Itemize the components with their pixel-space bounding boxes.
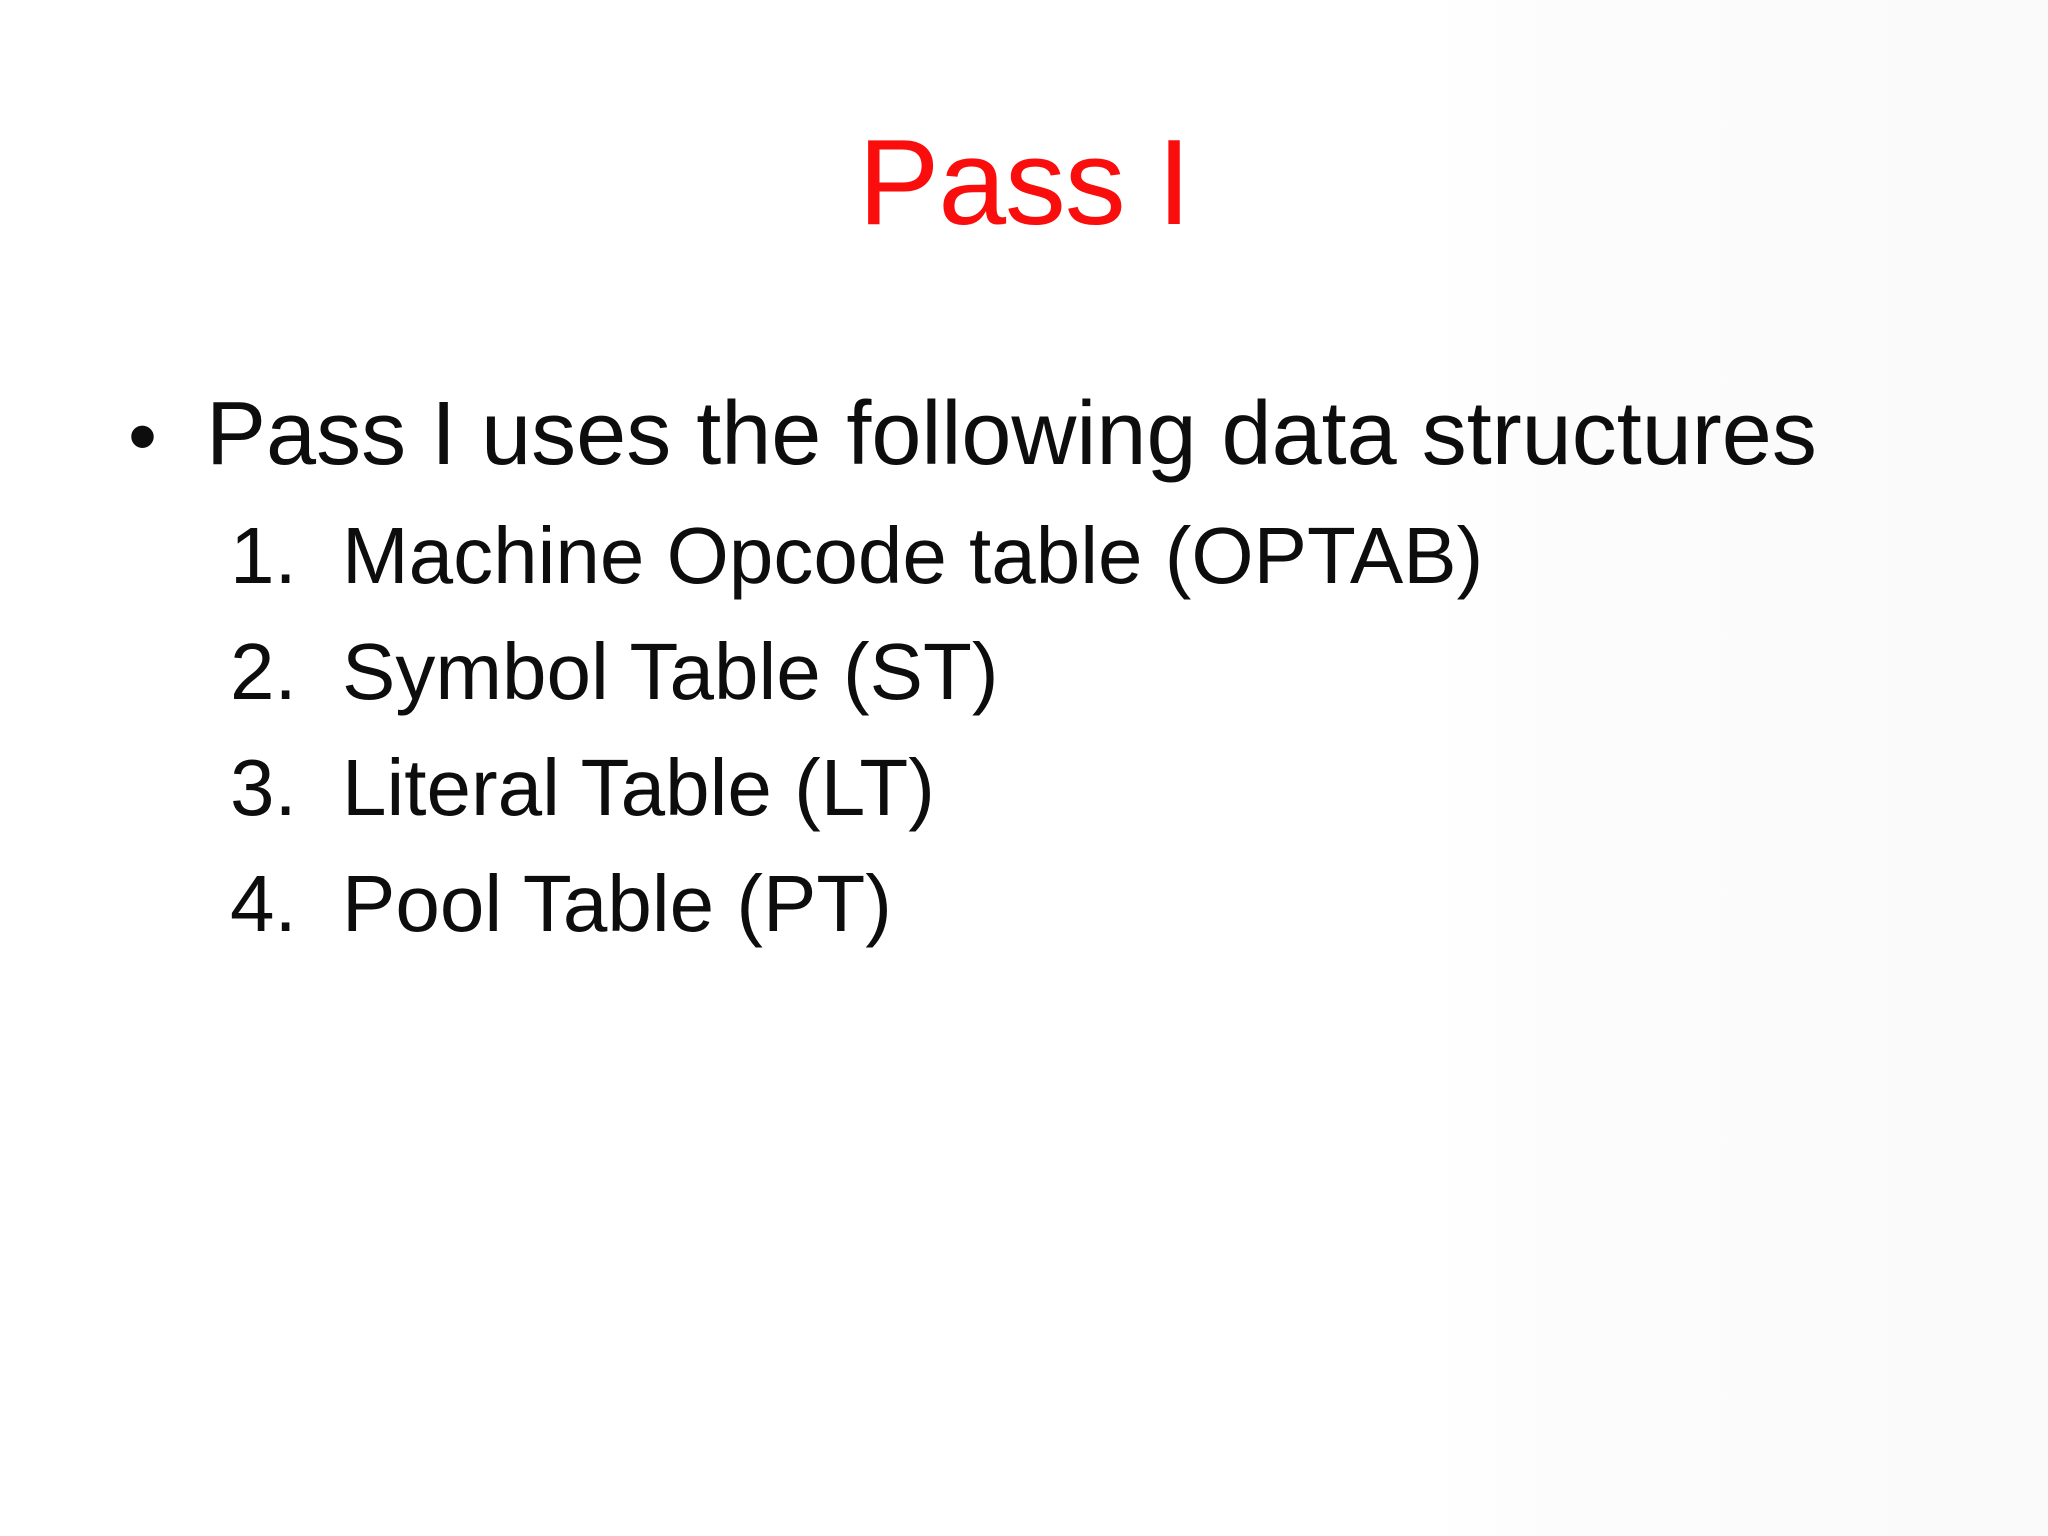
list-item: 3. Literal Table (LT) bbox=[128, 730, 2008, 846]
bullet-icon: • bbox=[128, 389, 157, 482]
slide-body: • Pass I uses the following data structu… bbox=[128, 380, 2008, 962]
list-item-number: 4. bbox=[230, 858, 297, 948]
list-item: 1. Machine Opcode table (OPTAB) bbox=[128, 498, 2008, 614]
list-item-number: 1. bbox=[230, 510, 297, 600]
slide-title: Pass I bbox=[858, 114, 1191, 250]
list-item-text: Pool Table (PT) bbox=[342, 858, 892, 948]
bullet-point: • Pass I uses the following data structu… bbox=[128, 380, 2008, 490]
list-item-text: Symbol Table (ST) bbox=[342, 626, 999, 716]
bullet-text: Pass I uses the following data structure… bbox=[206, 384, 1817, 484]
list-item: 2. Symbol Table (ST) bbox=[128, 614, 2008, 730]
list-item: 4. Pool Table (PT) bbox=[128, 846, 2008, 962]
list-item-number: 3. bbox=[230, 742, 297, 832]
list-item-text: Machine Opcode table (OPTAB) bbox=[342, 510, 1484, 600]
numbered-list: 1. Machine Opcode table (OPTAB) 2. Symbo… bbox=[128, 498, 2008, 962]
list-item-number: 2. bbox=[230, 626, 297, 716]
list-item-text: Literal Table (LT) bbox=[342, 742, 935, 832]
